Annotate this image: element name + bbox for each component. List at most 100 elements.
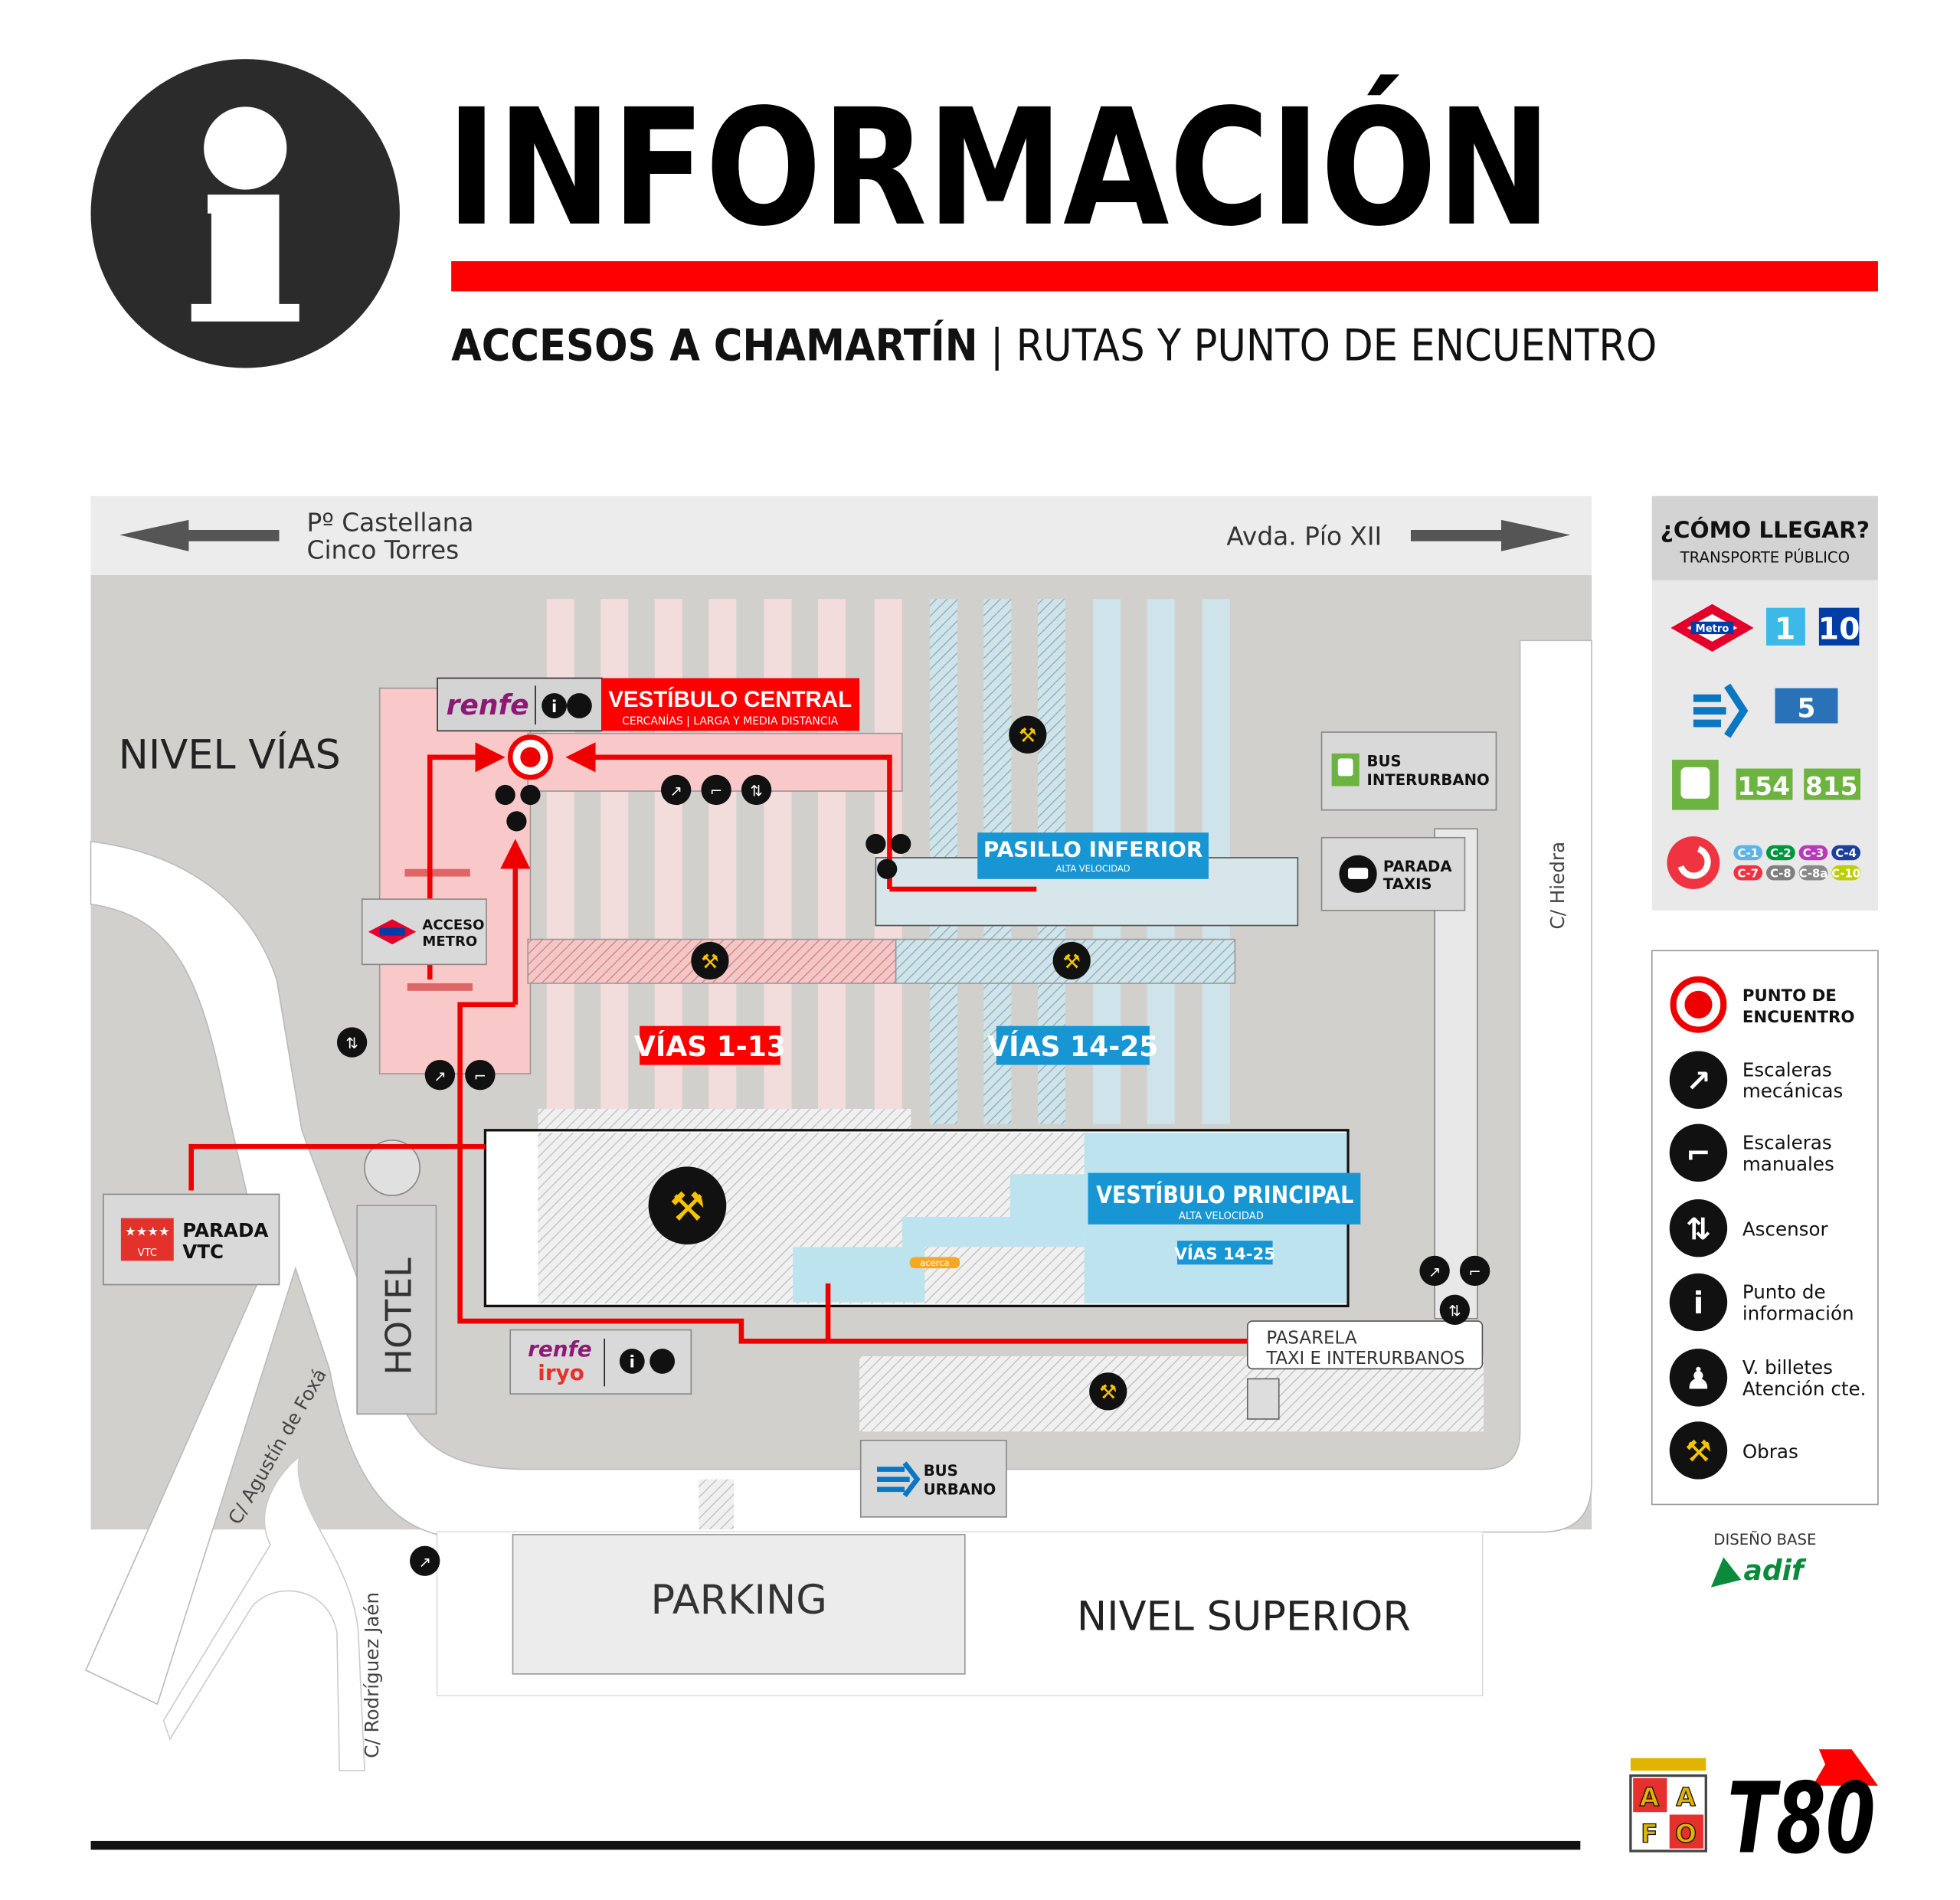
adif-logo: adif — [1710, 1555, 1807, 1588]
svg-text:información: información — [1742, 1302, 1854, 1324]
escalator-icon — [1419, 1255, 1450, 1287]
escalator-icon — [865, 833, 886, 855]
legend-item: ⚒ Obras — [1669, 1421, 1798, 1480]
svg-text:PASARELA: PASARELA — [1266, 1329, 1356, 1349]
works-icon: ⚒ — [691, 941, 729, 980]
vestibulo-central-subtitle: CERCANÍAS | LARGA Y MEDIA DISTANCIA — [622, 714, 839, 728]
svg-text:C-3: C-3 — [1803, 847, 1824, 860]
svg-text:VÍAS 1-13: VÍAS 1-13 — [634, 1031, 786, 1063]
metro-logo: Metro — [1670, 603, 1754, 652]
svg-text:Escaleras: Escaleras — [1742, 1058, 1832, 1081]
svg-text:⇅: ⇅ — [1448, 1302, 1461, 1320]
stairs-icon — [891, 833, 911, 855]
stairs-icon — [701, 774, 731, 806]
svg-text:BUS: BUS — [924, 1462, 958, 1480]
cercanias-line-C-8: C-8 — [1766, 865, 1795, 881]
svg-text:815: 815 — [1805, 772, 1857, 801]
svg-text:O: O — [1675, 1820, 1697, 1849]
emt-logo — [877, 1461, 921, 1497]
level-tracks-label: NIVEL VÍAS — [119, 731, 341, 779]
svg-text:C-8a: C-8a — [1799, 867, 1828, 880]
route-lines — [188, 742, 1257, 1344]
works-icon: ⚒ — [1009, 715, 1047, 754]
cercanias-line-C-7: C-7 — [1733, 865, 1763, 881]
elevator-icon — [1439, 1294, 1471, 1325]
svg-text:⌐: ⌐ — [1686, 1136, 1711, 1172]
works-icon: ⚒ — [1089, 1372, 1127, 1411]
svg-text:manuales: manuales — [1742, 1153, 1834, 1175]
svg-text:↗: ↗ — [669, 783, 682, 800]
cercanias-logo — [1667, 836, 1720, 889]
svg-text:↗: ↗ — [1428, 1264, 1441, 1281]
t80-logo: T80 — [1727, 1749, 1878, 1876]
bus-interurbano-sign: BUS INTERURBANO — [1320, 731, 1497, 811]
svg-text:V. billetes: V. billetes — [1742, 1356, 1833, 1378]
svg-text:T80: T80 — [1727, 1762, 1875, 1876]
svg-text:BUS: BUS — [1367, 752, 1402, 770]
svg-text:renfe: renfe — [528, 1336, 591, 1362]
design-base-label: DISEÑO BASE — [1713, 1531, 1816, 1548]
svg-text:i: i — [1693, 1286, 1704, 1321]
level-upper-label: NIVEL SUPERIOR — [1077, 1593, 1411, 1640]
svg-text:154: 154 — [1738, 772, 1790, 801]
transport-title: ¿CÓMO LLEGAR? — [1661, 515, 1870, 543]
info-logo — [90, 59, 400, 368]
title-underline — [451, 261, 1878, 292]
svg-text:ENCUENTRO: ENCUENTRO — [1742, 1008, 1855, 1027]
works-icon — [1669, 1421, 1728, 1480]
svg-text:Atención cte.: Atención cte. — [1742, 1378, 1867, 1400]
map-icons: ⚒ ⚒ ⚒ ⚒ ⚒ ↗⌐⇅ ↗⌐⇅ ↗⌐⇅↗ — [336, 715, 1490, 1576]
cercanias-line-C-10: C-10 — [1831, 865, 1860, 881]
svg-text:ACCESO: ACCESO — [422, 917, 484, 933]
acerca-badge: acerca — [920, 1257, 949, 1268]
escalator-icon — [495, 784, 515, 806]
bus-line-154 — [1736, 768, 1793, 800]
svg-text:PARADA: PARADA — [182, 1219, 268, 1241]
svg-text:10: 10 — [1818, 612, 1860, 647]
svg-text:i: i — [551, 698, 557, 717]
escalator-icon — [410, 1545, 440, 1576]
cercanias-line-C-3: C-3 — [1798, 845, 1828, 861]
svg-text:⚒: ⚒ — [669, 1184, 705, 1231]
vestibulo-central-title: VESTÍBULO CENTRAL — [608, 686, 852, 712]
svg-text:C-2: C-2 — [1770, 847, 1791, 860]
svg-text:URBANO: URBANO — [924, 1480, 996, 1498]
svg-text:⚒: ⚒ — [1099, 1382, 1117, 1405]
stairs-icon — [465, 1059, 496, 1091]
info-icon — [1669, 1273, 1728, 1332]
renfe-logo: renfe — [447, 689, 529, 721]
renfe-iryo-sign: renfe iryo i — [509, 1329, 692, 1395]
bus-line-815 — [1804, 768, 1860, 800]
svg-text:TAXI E INTERURBANOS: TAXI E INTERURBANOS — [1265, 1349, 1464, 1369]
stairs-icon — [1669, 1123, 1728, 1182]
svg-text:METRO: METRO — [422, 934, 477, 950]
svg-text:PUNTO DE: PUNTO DE — [1742, 986, 1837, 1006]
svg-text:⚒: ⚒ — [1062, 950, 1081, 973]
pasarela-sign: PASARELA TAXI E INTERURBANOS — [1246, 1320, 1484, 1370]
svg-text:Obras: Obras — [1742, 1441, 1798, 1463]
vtc-icon — [120, 1218, 174, 1261]
svg-text:⚒: ⚒ — [1685, 1434, 1712, 1470]
svg-text:⌐: ⌐ — [710, 783, 722, 800]
escalator-icon — [660, 774, 692, 806]
svg-text:iryo: iryo — [538, 1360, 584, 1385]
elevator-icon — [741, 774, 772, 806]
metro-line-10 — [1818, 607, 1860, 646]
svg-text:i: i — [630, 1353, 635, 1372]
legend-item: PUNTO DE ENCUENTRO — [1670, 976, 1855, 1033]
svg-text:★★★★: ★★★★ — [125, 1225, 170, 1239]
legend: PUNTO DEENCUENTRO↗Escalerasmecánicas⌐Esc… — [1651, 950, 1879, 1506]
svg-text:Punto de: Punto de — [1742, 1281, 1826, 1303]
svg-text:VÍAS 14-25: VÍAS 14-25 — [1174, 1244, 1275, 1264]
vestibulo-principal-sign: VESTÍBULO PRINCIPAL ALTA VELOCIDAD VÍAS … — [909, 1172, 1361, 1269]
svg-text:↗: ↗ — [1686, 1064, 1711, 1099]
transport-panel: ¿CÓMO LLEGAR? TRANSPORTE PÚBLICO Metro 1… — [1651, 495, 1878, 911]
pasillo-inferior-sign: PASILLO INFERIOR ALTA VELOCIDAD — [977, 832, 1209, 879]
escalator-icon — [1669, 1051, 1728, 1109]
svg-text:C-7: C-7 — [1737, 867, 1759, 880]
svg-text:⚒: ⚒ — [1019, 724, 1037, 747]
svg-text:VTC: VTC — [138, 1248, 157, 1259]
footer-rule — [90, 1840, 1581, 1850]
